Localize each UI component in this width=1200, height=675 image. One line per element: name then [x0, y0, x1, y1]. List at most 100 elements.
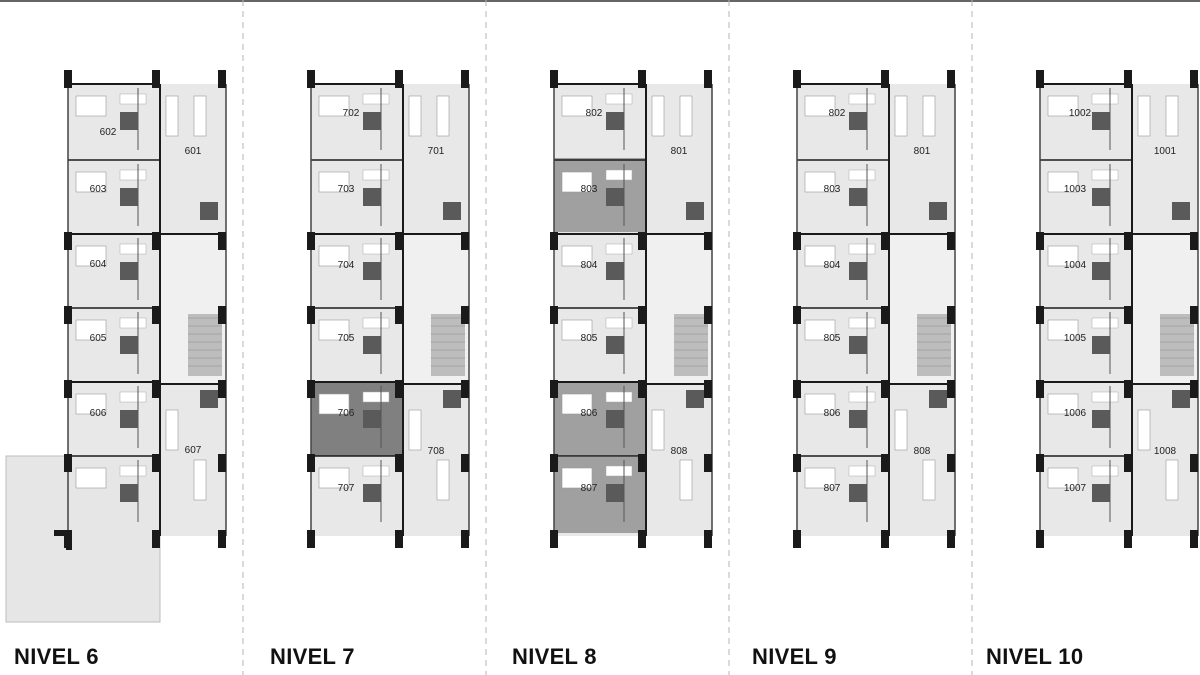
unit-number: 1004: [1064, 260, 1087, 271]
table: [1091, 465, 1119, 477]
kitchen-counter: [165, 95, 179, 137]
unit-number: 1002: [1069, 108, 1092, 119]
structural-column: [307, 530, 315, 548]
table: [605, 317, 633, 329]
bed: [75, 245, 107, 267]
table: [362, 93, 390, 105]
structural-column: [793, 232, 801, 250]
structural-column: [395, 70, 403, 88]
table: [1091, 169, 1119, 181]
bathroom-core: [606, 262, 624, 280]
structural-column: [1036, 306, 1044, 324]
table: [1091, 317, 1119, 329]
unit-number: 708: [428, 446, 445, 457]
structural-column: [550, 232, 558, 250]
structural-column: [947, 70, 955, 88]
table: [848, 243, 876, 255]
unit-number: 1007: [1064, 483, 1087, 494]
bed: [561, 467, 593, 489]
structural-column: [1036, 70, 1044, 88]
bathroom-core: [120, 262, 138, 280]
structural-column: [947, 306, 955, 324]
structural-column: [307, 380, 315, 398]
structural-column: [1190, 454, 1198, 472]
bathroom-core: [849, 262, 867, 280]
bed: [561, 171, 593, 193]
table: [119, 93, 147, 105]
structural-column: [793, 530, 801, 548]
bathroom-core: [363, 188, 381, 206]
table: [119, 465, 147, 477]
structural-column: [395, 454, 403, 472]
kitchen-counter: [1137, 409, 1151, 451]
unit-number: 705: [338, 333, 355, 344]
right-wing-floor: [889, 384, 955, 536]
right-wing-floor: [160, 384, 226, 536]
bathroom-core: [1092, 112, 1110, 130]
structural-column: [881, 454, 889, 472]
unit-number: 807: [824, 483, 841, 494]
table: [605, 391, 633, 403]
bathroom-core: [606, 484, 624, 502]
structural-column: [218, 380, 226, 398]
kitchen-counter: [894, 409, 908, 451]
structural-column: [638, 454, 646, 472]
unit-number: 807: [581, 483, 598, 494]
structural-column: [550, 380, 558, 398]
structural-column: [307, 454, 315, 472]
bed: [1047, 393, 1079, 415]
structural-column: [704, 306, 712, 324]
bed: [561, 319, 593, 341]
unit-number: 804: [581, 260, 598, 271]
stair-core: [431, 314, 465, 376]
table: [1091, 93, 1119, 105]
unit-number: 805: [824, 333, 841, 344]
right-wing-floor: [403, 384, 469, 536]
table: [922, 95, 936, 137]
table: [848, 391, 876, 403]
structural-column: [218, 232, 226, 250]
right-wing-floor: [646, 384, 712, 536]
table: [848, 93, 876, 105]
unit-number: 805: [581, 333, 598, 344]
structural-column: [793, 70, 801, 88]
structural-column: [461, 306, 469, 324]
structural-column: [1036, 380, 1044, 398]
unit-number: 607: [185, 445, 202, 456]
unit-number: 1001: [1154, 146, 1177, 157]
structural-column: [152, 454, 160, 472]
structural-column: [550, 70, 558, 88]
bed: [75, 95, 107, 117]
bed: [75, 171, 107, 193]
bathroom-core: [606, 188, 624, 206]
structural-column: [395, 530, 403, 548]
level-title: NIVEL 8: [512, 644, 597, 669]
stair-core: [674, 314, 708, 376]
unit-number: 603: [90, 184, 107, 195]
unit-number: 706: [338, 408, 355, 419]
structural-column: [218, 530, 226, 548]
bed: [561, 393, 593, 415]
bathroom-core: [606, 410, 624, 428]
table: [119, 391, 147, 403]
unit-number: 806: [824, 408, 841, 419]
structural-column: [1124, 306, 1132, 324]
bed: [1047, 319, 1079, 341]
bathroom-core: [363, 112, 381, 130]
bed: [75, 319, 107, 341]
table: [119, 169, 147, 181]
structural-column: [152, 232, 160, 250]
structural-column: [461, 454, 469, 472]
stair-core: [188, 314, 222, 376]
bathroom-core: [363, 336, 381, 354]
bathroom-core: [363, 484, 381, 502]
structural-column: [1190, 530, 1198, 548]
structural-column: [793, 380, 801, 398]
structural-column: [307, 306, 315, 324]
unit-number: 806: [581, 408, 598, 419]
structural-column: [461, 380, 469, 398]
table: [848, 317, 876, 329]
